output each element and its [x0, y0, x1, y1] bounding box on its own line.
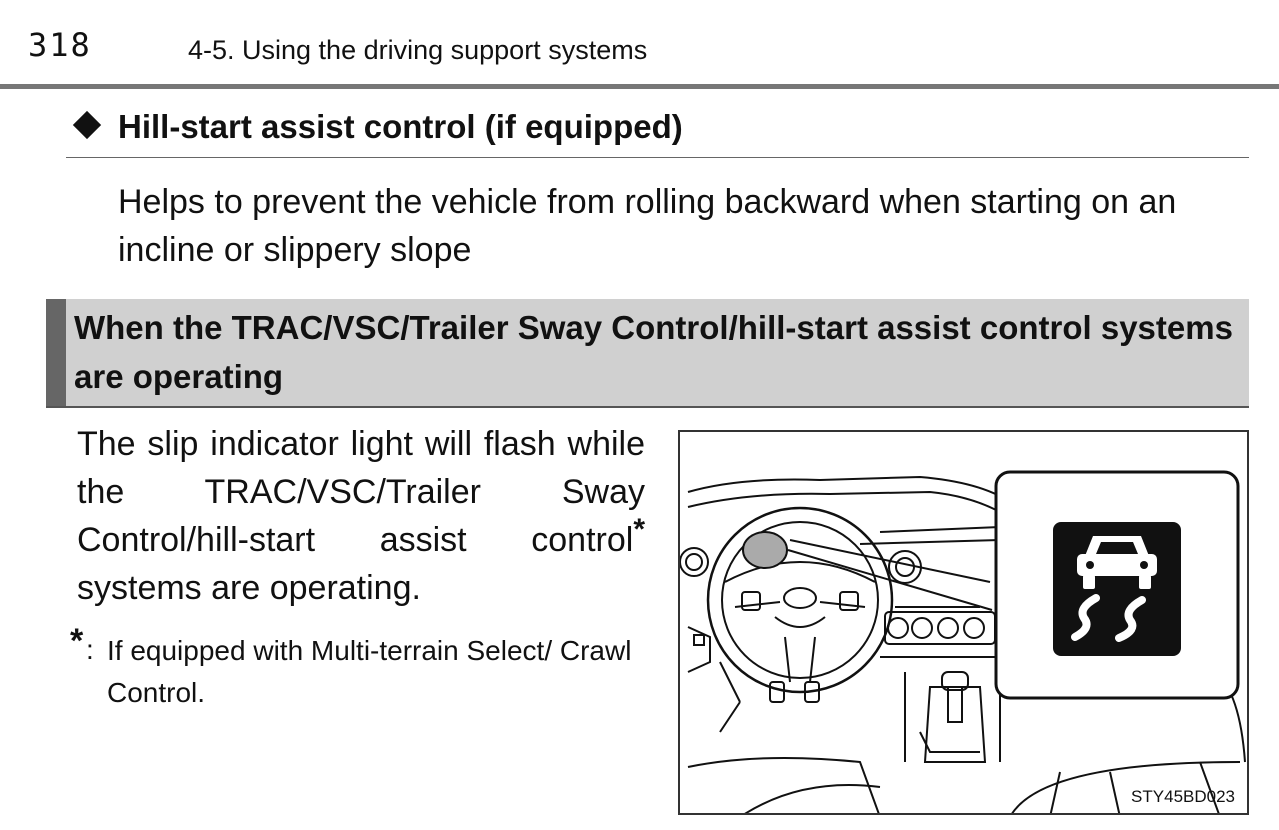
- slip-indicator-icon: [1053, 522, 1181, 656]
- subsection-banner: When the TRAC/VSC/Trailer Sway Control/h…: [46, 299, 1249, 408]
- section-rule: [66, 157, 1249, 158]
- subsection-body: The slip indicator light will flash whil…: [77, 420, 645, 612]
- footnote-mark: *: [633, 513, 645, 546]
- footnote-text: If equipped with Multi-terrain Select/ C…: [107, 635, 632, 708]
- section-title: Hill-start assist control (if equipped): [118, 108, 683, 145]
- figure: STY45BD023: [678, 430, 1249, 815]
- banner-rule: [46, 406, 1249, 408]
- body-end-text: systems are operating.: [77, 569, 421, 607]
- dashboard-illustration: [680, 470, 1246, 813]
- note-colon: :: [86, 634, 94, 665]
- section-body: Helps to prevent the vehicle from rollin…: [118, 183, 1177, 269]
- header-rule: [0, 84, 1279, 89]
- subsection-title: When the TRAC/VSC/Trailer Sway Control/h…: [74, 309, 1233, 395]
- running-head: 4-5. Using the driving support systems: [188, 35, 648, 65]
- banner-accent-bar: [46, 299, 66, 408]
- page-number: 318: [28, 26, 92, 64]
- figure-code: STY45BD023: [1131, 787, 1235, 806]
- body-main-text: The slip indicator light will flash whil…: [77, 425, 645, 559]
- note-mark: *: [70, 622, 84, 660]
- diamond-bullet-icon: [72, 110, 102, 140]
